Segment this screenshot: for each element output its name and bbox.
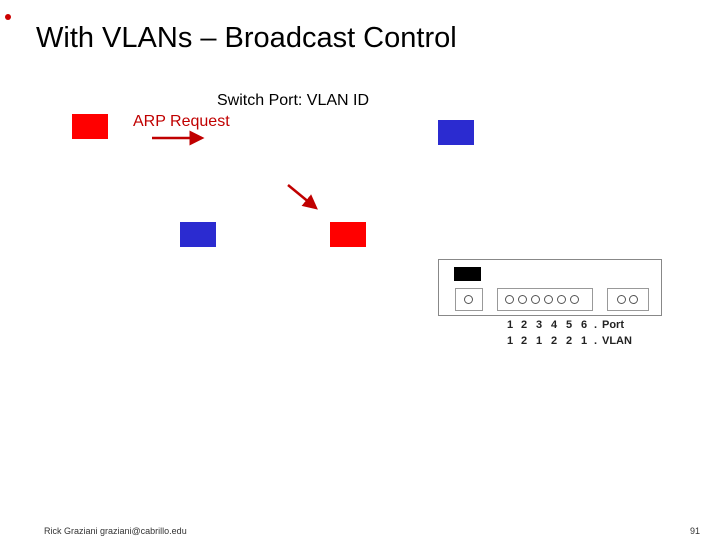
switch-status-block (454, 267, 481, 281)
vlan-id: 1 (507, 335, 514, 347)
host-red-top-left (72, 114, 108, 139)
port-icon (531, 295, 540, 304)
switch-port-label: Switch Port: VLAN ID (217, 92, 370, 109)
port-row-label: Port (602, 319, 624, 331)
port-number: 2 (521, 319, 528, 331)
arp-arrow-diagonal (287, 184, 318, 210)
port-icon (570, 295, 579, 304)
port-number: 1 (507, 319, 514, 331)
vlan-id: . (594, 335, 598, 347)
port-icon (518, 295, 527, 304)
port-number: 3 (536, 319, 543, 331)
port-icon (617, 295, 626, 304)
port-icon (557, 295, 566, 304)
port-icon (544, 295, 553, 304)
port-number: . (594, 319, 598, 331)
port-icon (629, 295, 638, 304)
page-number: 91 (690, 526, 701, 536)
bullet-icon (5, 14, 11, 20)
port-group-right (607, 288, 649, 311)
vlan-id: 1 (536, 335, 543, 347)
vlan-id: 2 (521, 335, 528, 347)
port-number: 5 (566, 319, 573, 331)
host-red-middle (330, 222, 366, 247)
port-number: 4 (551, 319, 558, 331)
vlan-id: 1 (581, 335, 588, 347)
port-group-left (455, 288, 483, 311)
footer-author: Rick Graziani graziani@cabrillo.edu (44, 526, 187, 536)
vlan-id: 2 (566, 335, 573, 347)
port-group-main (497, 288, 593, 311)
arp-request-label: ARP Request (133, 113, 230, 130)
vlan-id: 2 (551, 335, 558, 347)
slide-title: With VLANs – Broadcast Control (36, 22, 457, 54)
host-blue-top-right (438, 120, 474, 145)
vlan-row-label: VLAN (602, 335, 632, 347)
port-icon (464, 295, 473, 304)
port-number: 6 (581, 319, 588, 331)
host-blue-middle (180, 222, 216, 247)
port-icon (505, 295, 514, 304)
